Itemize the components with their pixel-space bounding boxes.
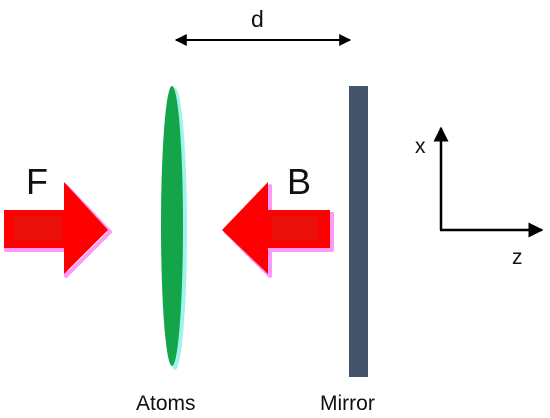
backward-beam-label: B: [287, 161, 312, 202]
coordinate-axes: [433, 126, 544, 238]
mirror-bar: [349, 86, 368, 377]
distance-label: d: [251, 6, 264, 32]
axis-x-label: x: [415, 135, 426, 158]
mirror-label: Mirror: [320, 392, 375, 415]
atoms-label: Atoms: [136, 392, 196, 415]
forward-beam-arrow: [4, 182, 112, 278]
forward-beam-label: F: [26, 161, 48, 202]
axis-z-label: z: [512, 246, 523, 269]
backward-beam-arrow: [222, 182, 334, 278]
atoms-cloud: [161, 86, 187, 370]
